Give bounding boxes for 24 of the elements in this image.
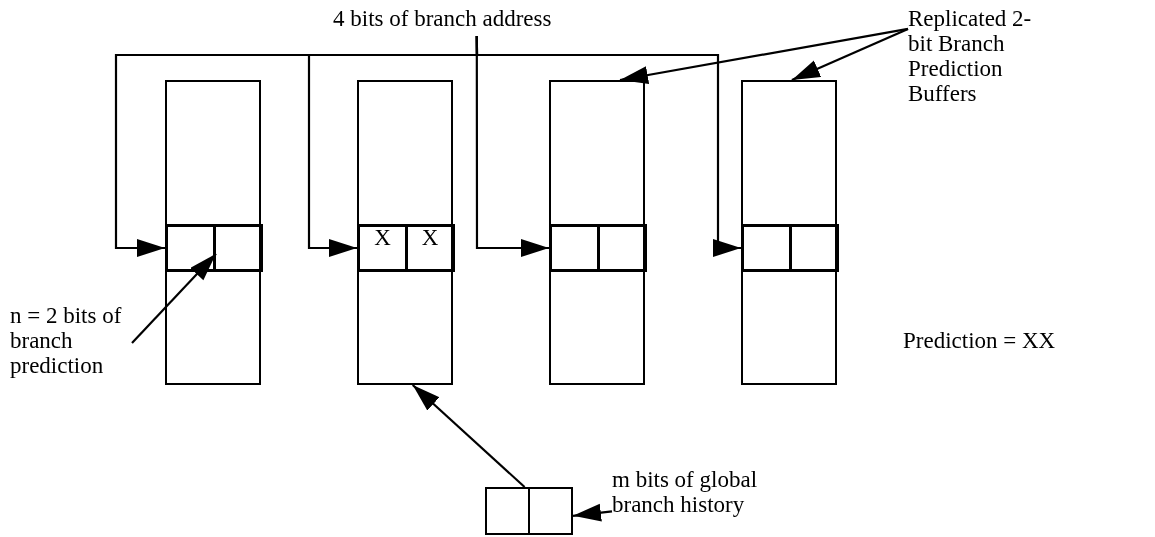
history-register xyxy=(485,487,573,535)
bit-cell xyxy=(741,224,792,272)
bit-cell xyxy=(549,224,600,272)
bit-cell xyxy=(213,224,263,272)
bit-cell xyxy=(597,224,647,272)
bit-cell xyxy=(789,224,839,272)
arrow xyxy=(475,36,741,257)
annotation-text: n = 2 bits of branch prediction xyxy=(10,303,132,383)
bit-cell xyxy=(165,224,216,272)
arrow xyxy=(791,27,909,81)
arrow xyxy=(411,384,526,488)
arrow xyxy=(619,27,909,84)
note-text: Prediction = XX xyxy=(903,328,1056,353)
buffer-column xyxy=(549,80,645,385)
buffer-column xyxy=(165,80,261,385)
annotation-text: m bits of global branch history xyxy=(612,467,787,521)
bit-cell: X xyxy=(357,224,408,272)
buffer-column xyxy=(357,80,453,385)
annotation-text: Replicated 2-bit Branch Prediction Buffers xyxy=(908,6,1048,110)
buffer-column xyxy=(741,80,837,385)
arrow xyxy=(572,503,613,522)
signal-label: 4 bits of branch address xyxy=(333,6,643,36)
arrow xyxy=(131,253,217,344)
bit-cell: X xyxy=(405,224,455,272)
